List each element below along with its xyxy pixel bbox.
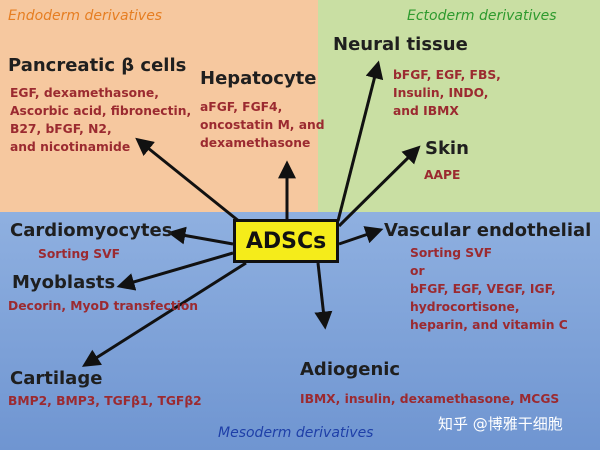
mesoderm-region: Mesoderm derivatives xyxy=(0,212,600,450)
arrow-cartilage xyxy=(81,261,247,367)
mesoderm-label: Mesoderm derivatives xyxy=(218,425,374,441)
arrow-cardio xyxy=(167,226,234,246)
vascular-title: Vascular endothelial xyxy=(384,220,592,241)
pancreatic-detail: EGF, dexamethasone, Ascorbic acid, fibro… xyxy=(10,86,192,154)
cartilage-title: Cartilage xyxy=(10,368,103,389)
cardio-title: Cardiomyocytes xyxy=(10,220,173,241)
neural-detail: bFGF, EGF, FBS, Insulin, INDO, and IBMX xyxy=(393,68,501,118)
ectoderm-region: Ectoderm derivatives xyxy=(318,0,600,212)
adscs-center-box: ADSCs xyxy=(233,219,339,263)
neural-title: Neural tissue xyxy=(333,34,468,55)
adiogenic-title: Adiogenic xyxy=(300,359,401,380)
ectoderm-label: Ectoderm derivatives xyxy=(407,8,557,24)
watermark: 知乎 @博雅干细胞 xyxy=(438,415,563,433)
myoblasts-title: Myoblasts xyxy=(12,272,116,293)
arrow-neural xyxy=(336,60,384,222)
cartilage-detail: BMP2, BMP3, TGFβ1, TGFβ2 xyxy=(8,394,202,408)
hepatocyte-detail: aFGF, FGF4, oncostatin M, and dexamethas… xyxy=(200,100,325,150)
arrow-adiogenic xyxy=(314,262,333,330)
cardio-detail: Sorting SVF xyxy=(38,247,121,261)
endoderm-label: Endoderm derivatives xyxy=(8,8,163,24)
endoderm-region: Endoderm derivatives xyxy=(0,0,318,212)
arrow-pancreatic xyxy=(135,137,241,224)
arrow-vascular xyxy=(338,226,384,246)
vascular-detail: Sorting SVF or bFGF, EGF, VEGF, IGF, hyd… xyxy=(410,246,568,332)
arrow-myoblasts xyxy=(116,251,234,291)
skin-title: Skin xyxy=(425,138,469,159)
arrow-skin xyxy=(337,145,421,228)
myoblasts-detail: Decorin, MyoD transfection xyxy=(8,299,199,313)
pancreatic-title: Pancreatic β cells xyxy=(8,55,187,76)
adiogenic-detail: IBMX, insulin, dexamethasone, MCGS xyxy=(300,392,560,406)
skin-detail: AAPE xyxy=(424,168,461,182)
hepatocyte-title: Hepatocyte xyxy=(200,68,317,89)
